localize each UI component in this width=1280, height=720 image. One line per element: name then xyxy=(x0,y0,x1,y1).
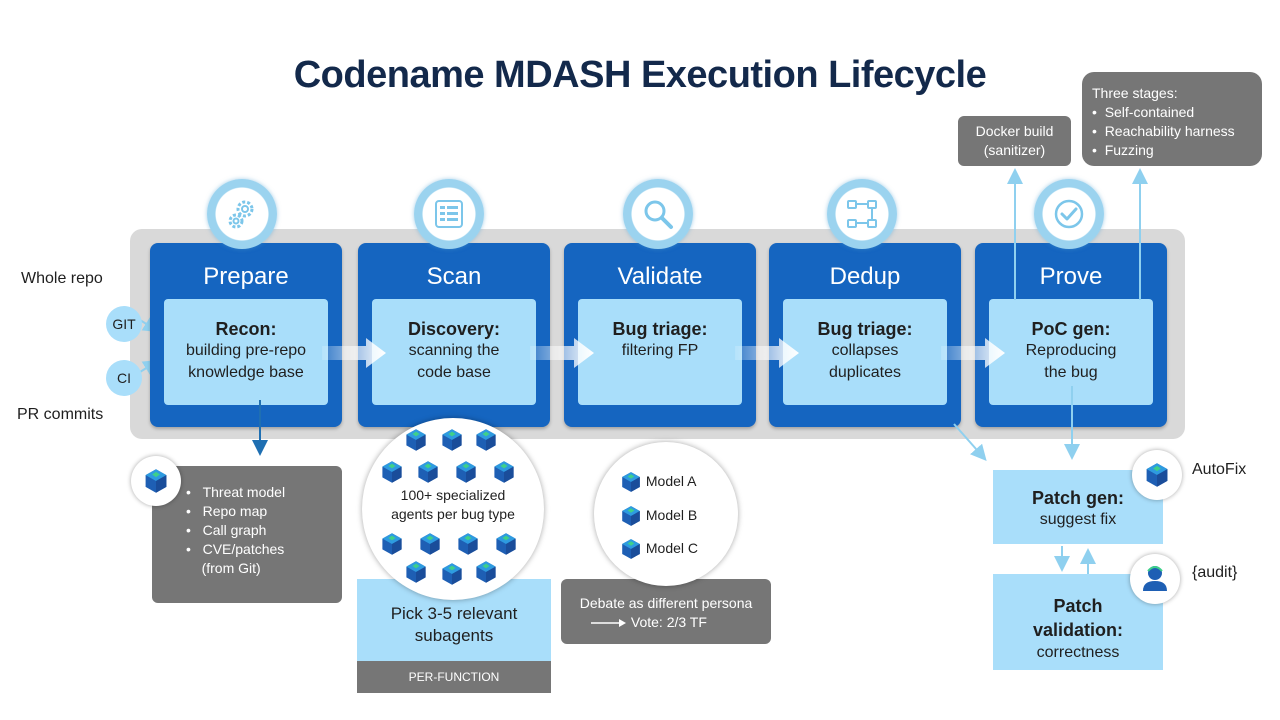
person-icon xyxy=(1143,566,1167,591)
model-item: Model A xyxy=(620,470,696,493)
vote-text: Vote: 2/3 TF xyxy=(630,614,707,630)
task-title: Bug triage: xyxy=(817,319,913,339)
phase-task-box: Discovery: scanning the code base xyxy=(372,299,536,405)
magnifier-icon xyxy=(623,179,693,249)
diagram-title: Codename MDASH Execution Lifecycle xyxy=(293,54,987,96)
task-title: Recon: xyxy=(215,319,277,339)
stage-item: • Fuzzing xyxy=(1092,142,1154,158)
task-desc-line1: Reproducing xyxy=(1025,342,1117,359)
debate-box: Debate as different persona Vote: 2/3 TF xyxy=(561,579,771,644)
phase-title: Prepare xyxy=(203,263,289,290)
model-item: Model B xyxy=(620,504,697,527)
arrow-right-icon xyxy=(591,619,626,628)
recon-output-item: • Call graph xyxy=(186,522,267,538)
task-title: Bug triage: xyxy=(612,319,708,339)
flow-arrow-3 xyxy=(735,338,799,368)
agents-line2: agents per bug type xyxy=(391,506,515,522)
phase-title: Dedup xyxy=(829,263,901,290)
docker-line1: Docker build xyxy=(975,123,1054,139)
pr-commits-label: PR commits xyxy=(17,406,104,423)
pick-line2: subagents xyxy=(414,626,494,645)
docker-line2: (sanitizer) xyxy=(983,142,1046,158)
agent-avatar xyxy=(131,456,181,506)
task-desc-line2: knowledge base xyxy=(188,364,304,381)
phase-task-box: Recon: building pre-repo knowledge base xyxy=(164,299,328,405)
stage-item: • Self-contained xyxy=(1092,104,1195,120)
phase-task-box: Bug triage: filtering FP xyxy=(578,299,742,405)
phase-task-box: Bug triage: collapses duplicates xyxy=(783,299,947,405)
list-icon xyxy=(414,179,484,249)
per-function-bar: PER-FUNCTION xyxy=(357,661,551,693)
agents-line1: 100+ specialized xyxy=(400,487,506,503)
task-desc-line2: the bug xyxy=(1044,364,1098,381)
flow-arrow-4 xyxy=(941,338,1005,368)
pick-line1: Pick 3-5 relevant xyxy=(390,604,518,623)
hexagon-icon xyxy=(622,472,640,493)
task-title: PoC gen: xyxy=(1031,319,1111,339)
git-node: GIT xyxy=(106,306,142,342)
patch-gen-title: Patch gen: xyxy=(1031,488,1124,508)
task-desc-line1: filtering FP xyxy=(621,342,699,359)
phase-title: Scan xyxy=(426,263,482,290)
three-stages-box: Three stages: • Self-contained • Reachab… xyxy=(1082,72,1262,166)
task-title: Discovery: xyxy=(407,319,501,339)
stage-item: • Reachability harness xyxy=(1092,123,1235,139)
hexagon-icon xyxy=(145,469,167,493)
vote-line: Vote: 2/3 TF xyxy=(591,614,707,630)
task-desc-line1: collapses xyxy=(831,342,899,359)
patch-gen-desc: suggest fix xyxy=(1039,511,1117,528)
task-desc-line2: code base xyxy=(417,364,491,381)
patch-loop-arrows xyxy=(1054,546,1096,574)
phase-title: Validate xyxy=(617,263,703,290)
patch-validation-desc: correctness xyxy=(1036,644,1120,661)
phase-dedup: Dedup Bug triage: collapses duplicates xyxy=(769,243,961,427)
task-desc-line1: building pre-repo xyxy=(185,342,307,359)
pick-subagents-box: Pick 3-5 relevant subagents xyxy=(357,579,551,663)
ci-node: CI xyxy=(106,360,142,396)
recon-output-box: • Threat model • Repo map • Call graph •… xyxy=(152,466,342,603)
phase-task-box: PoC gen: Reproducing the bug xyxy=(989,299,1153,405)
phase-scan: Scan Discovery: scanning the code base xyxy=(358,243,550,427)
task-desc-line2: duplicates xyxy=(828,364,902,381)
phase-validate: Validate Bug triage: filtering FP xyxy=(564,243,756,427)
stages-title: Three stages: xyxy=(1092,85,1178,101)
flow-arrow-1 xyxy=(322,338,386,368)
audit-label: {audit} xyxy=(1192,564,1238,581)
debate-text: Debate as different persona xyxy=(579,595,753,611)
recon-output-item: • Threat model xyxy=(186,484,286,500)
autofix-avatar xyxy=(1132,450,1182,500)
patch-validation-title2: validation: xyxy=(1032,620,1123,640)
flow-arrow-2 xyxy=(530,338,594,368)
prove-connectors xyxy=(953,168,1148,461)
audit-avatar xyxy=(1130,554,1180,604)
hexagon-icon xyxy=(622,539,640,560)
model-item: Model C xyxy=(620,537,698,560)
models-circle: Model A Model B Model C xyxy=(594,442,738,586)
phase-prepare: Prepare Recon: building pre-repo knowled… xyxy=(150,243,342,427)
checkmark-icon xyxy=(1034,179,1104,249)
recon-output-item: • Repo map xyxy=(186,503,268,519)
recon-down-arrow xyxy=(252,400,268,456)
whole-repo-label: Whole repo xyxy=(21,270,103,287)
recon-output-item: • CVE/patches xyxy=(186,541,285,557)
task-desc-line1: scanning the xyxy=(408,342,500,359)
docker-build-box: Docker build (sanitizer) xyxy=(958,116,1071,166)
recon-output-item: (from Git) xyxy=(201,560,261,576)
gears-icon xyxy=(207,179,277,249)
hexagon-icon xyxy=(622,506,640,527)
phase-title: Prove xyxy=(1039,263,1103,290)
flow-icon xyxy=(827,179,897,249)
autofix-label: AutoFix xyxy=(1192,461,1247,478)
patch-validation-title1: Patch xyxy=(1053,596,1103,616)
agents-circle: 100+ specialized agents per bug type xyxy=(362,418,544,600)
hexagon-icon xyxy=(1146,463,1168,487)
